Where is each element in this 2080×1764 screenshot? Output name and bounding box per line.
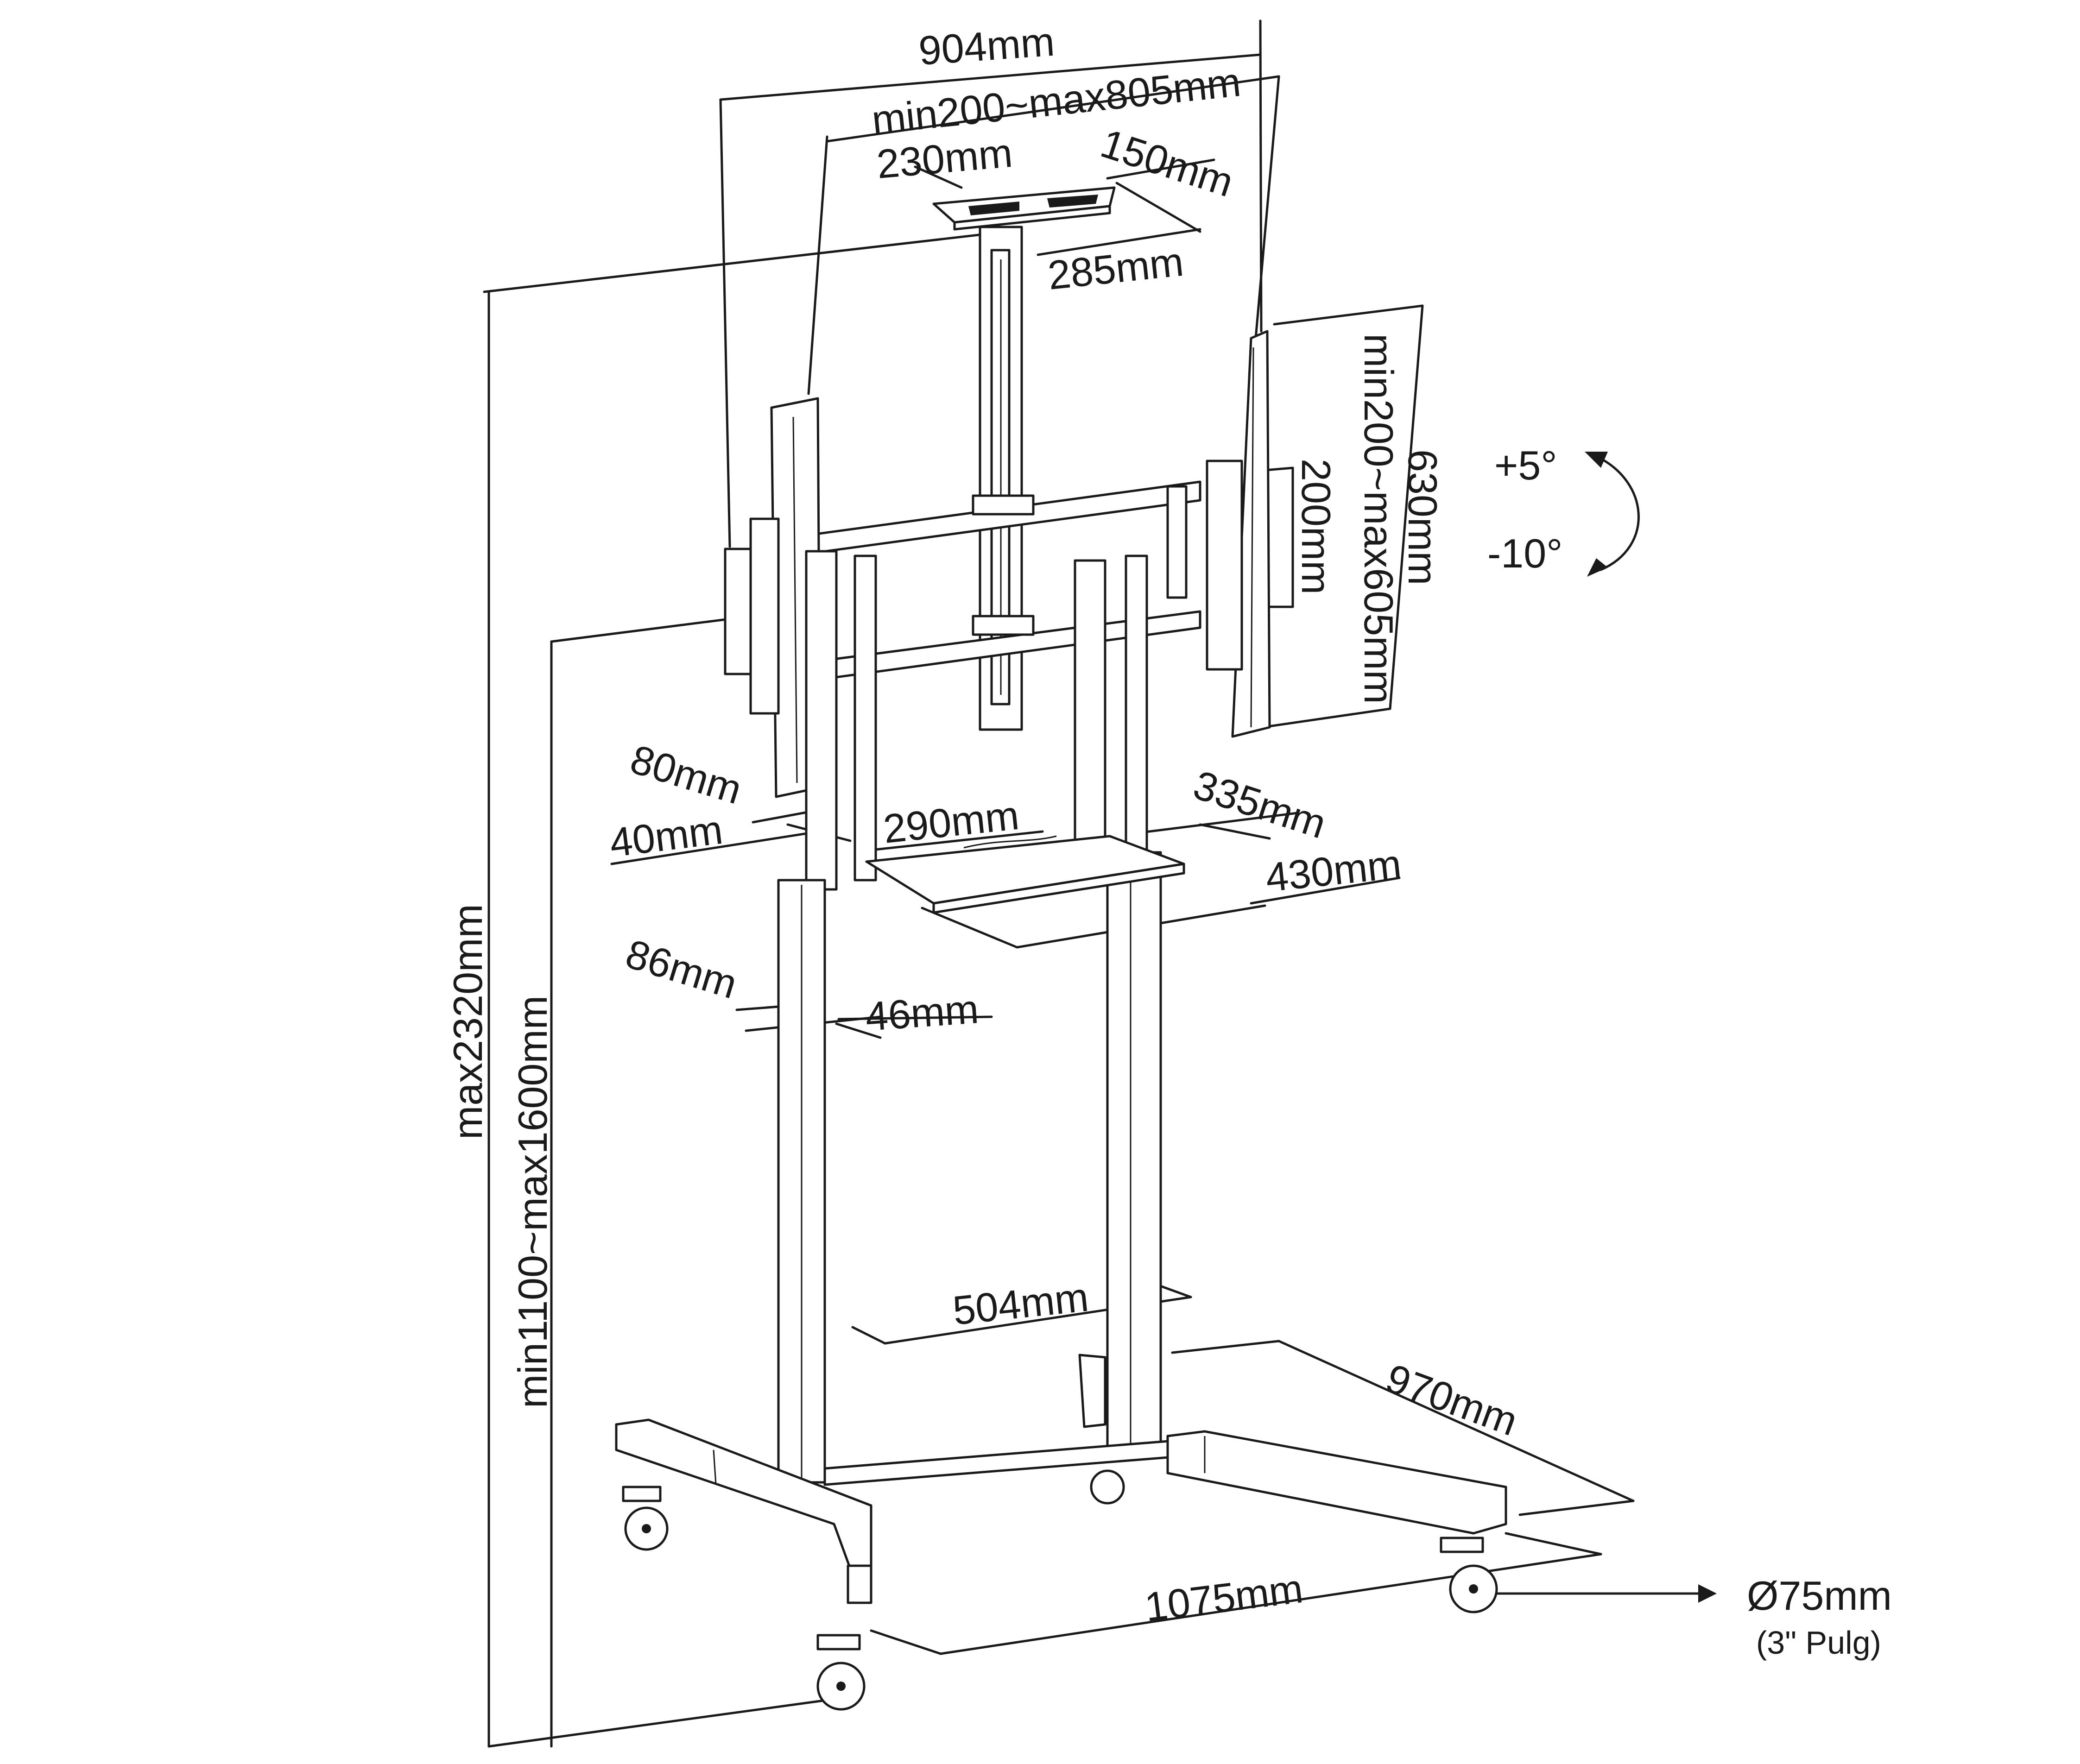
camera-tray: [932, 186, 1116, 231]
label-bracket-length: 630mm: [1400, 449, 1446, 585]
label-shelf-width: 290mm: [881, 792, 1021, 852]
label-camera-tray-depth: 150mm: [1095, 120, 1239, 206]
right-tv-bracket: [1206, 330, 1271, 738]
label-overall-width: 904mm: [917, 19, 1056, 74]
caster-rear-center: [1090, 1469, 1125, 1505]
upper-columns: [805, 550, 1148, 891]
caster-front-right: [816, 1634, 866, 1711]
label-camera-tray-offset: 285mm: [1046, 239, 1186, 298]
label-lower-column-width: 46mm: [864, 986, 980, 1040]
caster-rear-right: [1440, 1537, 1498, 1613]
label-base-width: 1075mm: [1142, 1565, 1305, 1630]
av-shelf: [865, 835, 1185, 914]
label-height-range: min1100~max1600mm: [510, 995, 556, 1408]
label-max-height: max2320mm: [445, 904, 491, 1140]
label-caster-size: Ø75mm: [1747, 1573, 1892, 1619]
label-tilt-down: -10°: [1487, 530, 1562, 576]
label-shelf-depth: 335mm: [1188, 762, 1332, 847]
label-shelf-length: 430mm: [1264, 841, 1404, 901]
column-connector-bar: [823, 1354, 1176, 1486]
label-upper-column-depth: 80mm: [625, 736, 747, 813]
base-frame: [615, 1418, 1507, 1604]
label-vesa-height: min200~max605mm: [1356, 334, 1402, 704]
mount-crossbars: [807, 480, 1201, 682]
label-lower-column-depth: 86mm: [620, 930, 742, 1007]
label-column-spacing: 504mm: [951, 1274, 1091, 1334]
dimension-labels: 904mm min200~max805mm 230mm 150mm 285mm …: [445, 19, 1892, 1661]
label-bracket-spacing: 200mm: [1293, 459, 1339, 594]
label-caster-size-imperial: (3" Pulg): [1756, 1625, 1881, 1661]
label-upper-column-width: 40mm: [607, 806, 725, 866]
label-base-depth: 970mm: [1380, 1355, 1524, 1444]
caster-front-left: [622, 1486, 669, 1551]
label-tilt-up: +5°: [1494, 442, 1557, 488]
